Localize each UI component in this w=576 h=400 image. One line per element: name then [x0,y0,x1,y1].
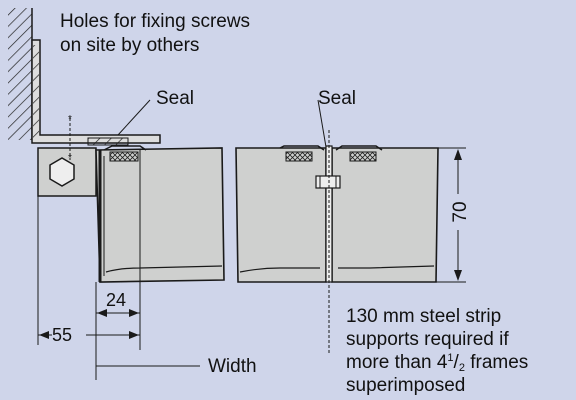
svg-text:*: * [68,114,72,125]
dimension-70-label: 70 [450,201,471,222]
svg-text:*: * [68,153,72,164]
seal-left-strip [87,137,129,146]
bolt-head-icon [49,157,75,187]
width-label: Width [208,356,257,377]
holes-label-line2: on site by others [60,35,199,56]
right-panel [331,145,439,283]
holes-label-line1: Holes for fixing screws [60,11,250,32]
middle-panel [235,145,327,283]
strip-note-line1: 130 mm steel strip [346,306,501,327]
dimension-70 [436,147,466,283]
joint-bolt [315,130,341,355]
seal-left-label: Seal [156,88,194,109]
dimension-55 [37,196,140,345]
wall [8,8,33,140]
seal-left-leader [117,99,151,136]
strip-note-line3: more than 41/2 frames [346,352,528,374]
strip-note-line4: superimposed [346,375,465,396]
dimension-24 [95,150,141,380]
dimension-55-label: 55 [52,325,72,345]
bolt-bracket [37,147,97,197]
seal-right-leader [317,99,327,148]
seal-right-label: Seal [318,88,356,109]
strip-note-line2: supports required if [346,329,509,350]
dimension-24-label: 24 [106,290,126,310]
left-panel [95,145,225,283]
fixing-angle [31,39,161,144]
